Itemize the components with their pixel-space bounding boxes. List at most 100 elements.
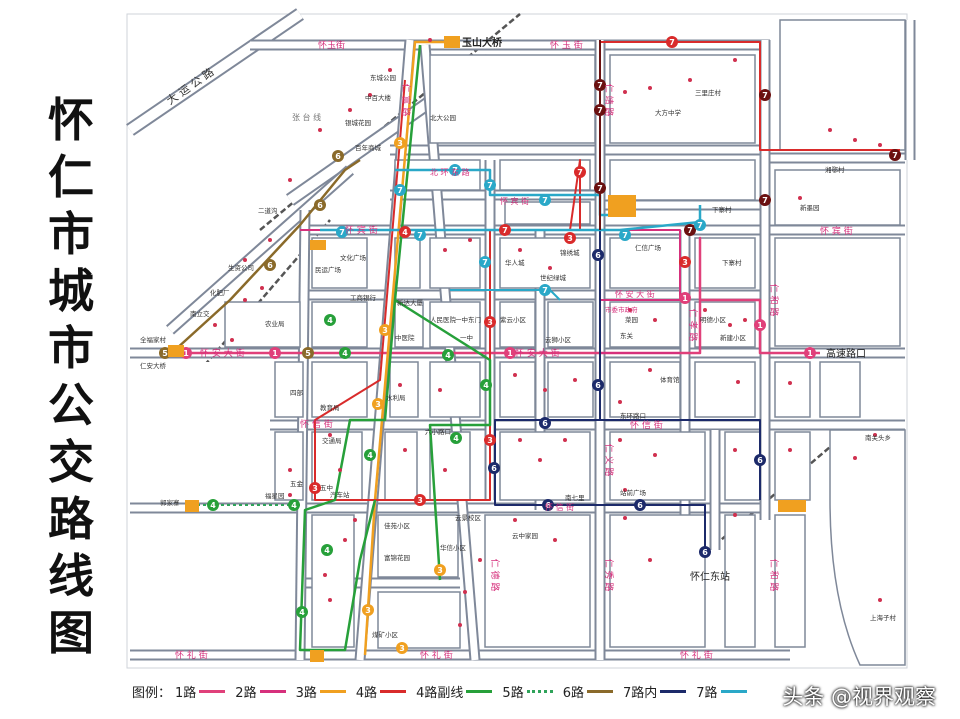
svg-text:华人城: 华人城 — [505, 258, 525, 267]
svg-text:4: 4 — [324, 546, 330, 555]
svg-text:煤矿小区: 煤矿小区 — [372, 630, 399, 639]
svg-text:东环路口: 东环路口 — [620, 411, 646, 420]
svg-text:4: 4 — [327, 316, 333, 325]
place-labels: 玉山大桥 高速路口 怀仁东站 大方中学 三里庄村 下寨村 下寨村 湘鄂村 全福家… — [140, 36, 897, 639]
svg-text:四部: 四部 — [290, 388, 304, 397]
svg-text:3: 3 — [397, 139, 403, 148]
svg-text:富锦花园: 富锦花园 — [384, 553, 410, 562]
svg-text:4: 4 — [291, 501, 297, 510]
station-dots — [213, 38, 882, 627]
svg-text:新墨园: 新墨园 — [800, 203, 820, 212]
svg-text:3: 3 — [312, 484, 318, 493]
svg-text:高速路口: 高速路口 — [826, 347, 866, 360]
svg-text:中医院: 中医院 — [395, 333, 415, 342]
svg-text:7: 7 — [597, 81, 603, 90]
legend-item: 7路 — [696, 682, 747, 701]
terminal-east — [778, 500, 806, 512]
route-6-line — [174, 158, 361, 351]
svg-text:新建小区: 新建小区 — [720, 333, 747, 342]
svg-text:6: 6 — [637, 501, 643, 510]
svg-text:怀玉街: 怀玉街 — [318, 39, 345, 51]
title-char: 公 — [48, 378, 94, 432]
svg-text:一中东门: 一中东门 — [455, 315, 481, 324]
svg-text:7: 7 — [669, 38, 675, 47]
svg-text:仁 秀 路: 仁 秀 路 — [603, 559, 615, 592]
svg-text:4: 4 — [445, 351, 451, 360]
legend-item-swatch — [199, 689, 226, 693]
svg-text:化肥厂: 化肥厂 — [210, 288, 230, 297]
svg-text:世纪绿城: 世纪绿城 — [540, 273, 567, 282]
svg-text:张 台 线: 张 台 线 — [292, 112, 321, 122]
legend-item-swatch — [660, 689, 687, 693]
svg-text:4: 4 — [342, 349, 348, 358]
svg-text:1: 1 — [807, 349, 813, 358]
title-char: 怀 — [48, 93, 94, 147]
svg-text:3: 3 — [417, 496, 423, 505]
svg-text:郭家寨: 郭家寨 — [160, 498, 180, 507]
svg-text:3: 3 — [567, 234, 573, 243]
legend-item-label: 2路 — [235, 685, 257, 701]
title-char: 路 — [48, 492, 94, 546]
svg-text:玉山大桥: 玉山大桥 — [462, 36, 503, 49]
map-title: 怀仁市城市公交路线图 — [36, 92, 106, 662]
legend-item-label: 3路 — [295, 685, 317, 701]
svg-text:六小路口: 六小路口 — [425, 427, 451, 436]
svg-text:3: 3 — [375, 400, 381, 409]
svg-text:7: 7 — [452, 166, 458, 175]
svg-text:3: 3 — [682, 258, 688, 267]
title-char: 仁 — [48, 150, 94, 204]
svg-text:怀 信 街: 怀 信 街 — [300, 418, 333, 430]
legend-item-label: 4路副线 — [416, 685, 464, 701]
svg-text:汽车站: 汽车站 — [330, 490, 350, 499]
svg-text:东关: 东关 — [620, 331, 634, 340]
svg-text:6: 6 — [545, 501, 551, 510]
svg-text:仁信广场: 仁信广场 — [635, 243, 662, 252]
svg-text:怀 礼 街: 怀 礼 街 — [680, 649, 713, 661]
legend-item-swatch — [586, 689, 613, 693]
svg-text:仁 富 路: 仁 富 路 — [400, 84, 412, 117]
svg-text:百年商城: 百年商城 — [355, 143, 382, 152]
svg-text:民运广场: 民运广场 — [315, 265, 342, 274]
svg-text:下寨村: 下寨村 — [712, 205, 732, 214]
svg-text:3: 3 — [487, 436, 493, 445]
svg-text:5: 5 — [162, 349, 168, 358]
svg-text:怀仁东站: 怀仁东站 — [690, 570, 730, 583]
svg-text:6: 6 — [317, 201, 323, 210]
svg-text:仁安大桥: 仁安大桥 — [140, 361, 167, 370]
legend-item-swatch — [259, 689, 286, 693]
legend-item: 1路 — [175, 682, 226, 701]
svg-text:仁 和 路: 仁 和 路 — [768, 284, 780, 317]
svg-text:全福家村: 全福家村 — [140, 335, 167, 344]
svg-text:6: 6 — [757, 456, 763, 465]
route-4-line — [314, 79, 581, 501]
svg-text:6: 6 — [335, 152, 341, 161]
terminal-renzhan — [608, 195, 636, 217]
legend-item-label: 7路 — [696, 685, 718, 701]
svg-text:6: 6 — [267, 261, 273, 270]
svg-text:4: 4 — [453, 434, 459, 443]
svg-text:3: 3 — [399, 644, 405, 653]
svg-text:南关头乡: 南关头乡 — [865, 433, 891, 442]
svg-text:人民医院: 人民医院 — [430, 315, 457, 324]
legend-item-label: 4路 — [355, 685, 378, 701]
title-char: 交 — [48, 435, 94, 489]
svg-text:仁 德 路: 仁 德 路 — [489, 559, 501, 592]
svg-text:7: 7 — [542, 286, 548, 295]
svg-text:五金: 五金 — [290, 479, 304, 488]
svg-text:7: 7 — [762, 196, 768, 205]
svg-text:7: 7 — [417, 231, 423, 240]
svg-text:4: 4 — [299, 608, 305, 617]
svg-text:水利局: 水利局 — [386, 393, 406, 402]
svg-text:7: 7 — [339, 228, 345, 237]
svg-text:怀 礼 街: 怀 礼 街 — [420, 649, 453, 661]
svg-text:市委市政府: 市委市政府 — [605, 305, 638, 314]
legend-item: 3路 — [296, 682, 346, 701]
svg-text:7: 7 — [542, 196, 548, 205]
vertical-street-labels: 仁 靖 路 仁 和 路 仁 和 路 仁 义 路 仁 秀 路 仁 德 路 仁 富 … — [400, 84, 780, 592]
svg-text:站前广场: 站前广场 — [620, 488, 647, 497]
svg-text:北大公园: 北大公园 — [430, 113, 456, 122]
svg-text:6: 6 — [491, 464, 497, 473]
watermark: 头条 @视界观察 — [782, 685, 936, 709]
